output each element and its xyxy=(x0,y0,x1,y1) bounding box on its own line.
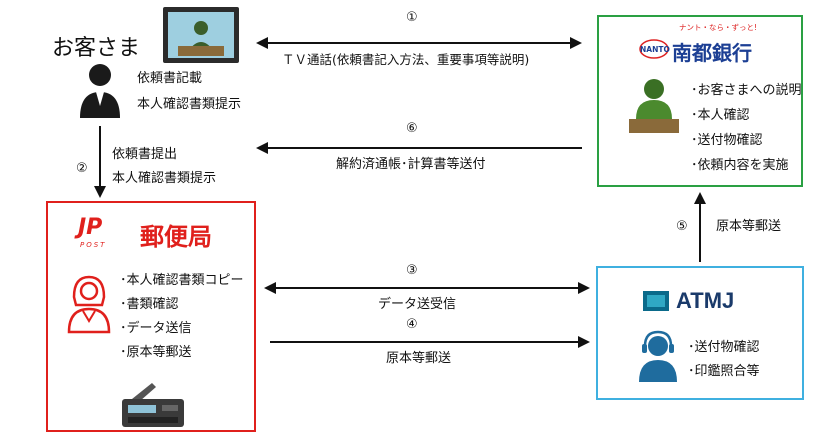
nanto-bank-box: ナント・なら・ずっと! NANTO 南都銀行 ･お客さまへの説明 ･本人確認 ･… xyxy=(597,15,803,187)
arrow-3-label: データ送受信 xyxy=(378,297,457,312)
atmj-box: ATMJ ･送付物確認 ･印鑑照合等 xyxy=(596,266,804,400)
arrow-2-line-2: 本人確認書類提示 xyxy=(112,171,217,186)
arrow-2-line-1: 依頼書提出 xyxy=(112,147,178,162)
post-item-4: ･原本等郵送 xyxy=(120,345,192,360)
atmj-item-1: ･送付物確認 xyxy=(688,340,760,355)
arrow-5-number: ⑤ xyxy=(676,219,688,234)
nanto-logo-icon xyxy=(639,39,669,59)
nanto-item-2: ･本人確認 xyxy=(691,108,750,123)
operator-headset-icon xyxy=(639,330,677,382)
arrow-4-label: 原本等郵送 xyxy=(386,351,452,366)
arrow-1-number: ① xyxy=(406,10,418,25)
nanto-item-3: ･送付物確認 xyxy=(691,133,763,148)
nanto-item-4: ･依頼内容を実施 xyxy=(691,158,789,173)
arrow-6-label: 解約済通帳･計算書等送付 xyxy=(336,157,486,172)
post-item-1: ･本人確認書類コピー xyxy=(120,273,244,288)
scanner-printer-icon xyxy=(122,383,184,427)
post-office-box: JP POST 郵便局 ･本人確認書類コピー ･書類確認 ･データ送信 ･原本等… xyxy=(46,201,256,432)
post-office-name: 郵便局 xyxy=(140,223,212,251)
nanto-item-1: ･お客さまへの説明 xyxy=(691,83,802,98)
post-item-2: ･書類確認 xyxy=(120,297,179,312)
atmj-name: ATMJ xyxy=(676,288,735,313)
tv-monitor-icon xyxy=(163,7,239,63)
bank-staff-icon xyxy=(629,79,679,133)
nanto-slogan: ナント・なら・ずっと! xyxy=(679,23,758,32)
customer-person-icon xyxy=(80,64,120,118)
atmj-logo-icon xyxy=(643,291,669,311)
customer-line-1: 依頼書記載 xyxy=(137,71,203,86)
arrow-6-number: ⑥ xyxy=(406,121,418,136)
customer-title: お客さま xyxy=(52,36,141,61)
nanto-logo-mark: NANTO xyxy=(640,45,670,54)
arrow-3-number: ③ xyxy=(406,263,418,278)
atmj-item-2: ･印鑑照合等 xyxy=(688,364,760,379)
arrow-4-number: ④ xyxy=(406,317,418,332)
customer-line-2: 本人確認書類提示 xyxy=(137,97,242,112)
nanto-name: 南都銀行 xyxy=(672,41,752,65)
post-clerk-icon xyxy=(67,275,111,334)
post-item-3: ･データ送信 xyxy=(120,321,192,336)
jp-logo: JP xyxy=(78,215,103,240)
arrow-2-number: ② xyxy=(76,161,88,176)
arrow-1-label: ＴＶ通話(依頼書記入方法、重要事項等説明) xyxy=(282,52,530,67)
post-logo-text: POST xyxy=(80,241,107,249)
arrow-5-label: 原本等郵送 xyxy=(716,219,782,234)
